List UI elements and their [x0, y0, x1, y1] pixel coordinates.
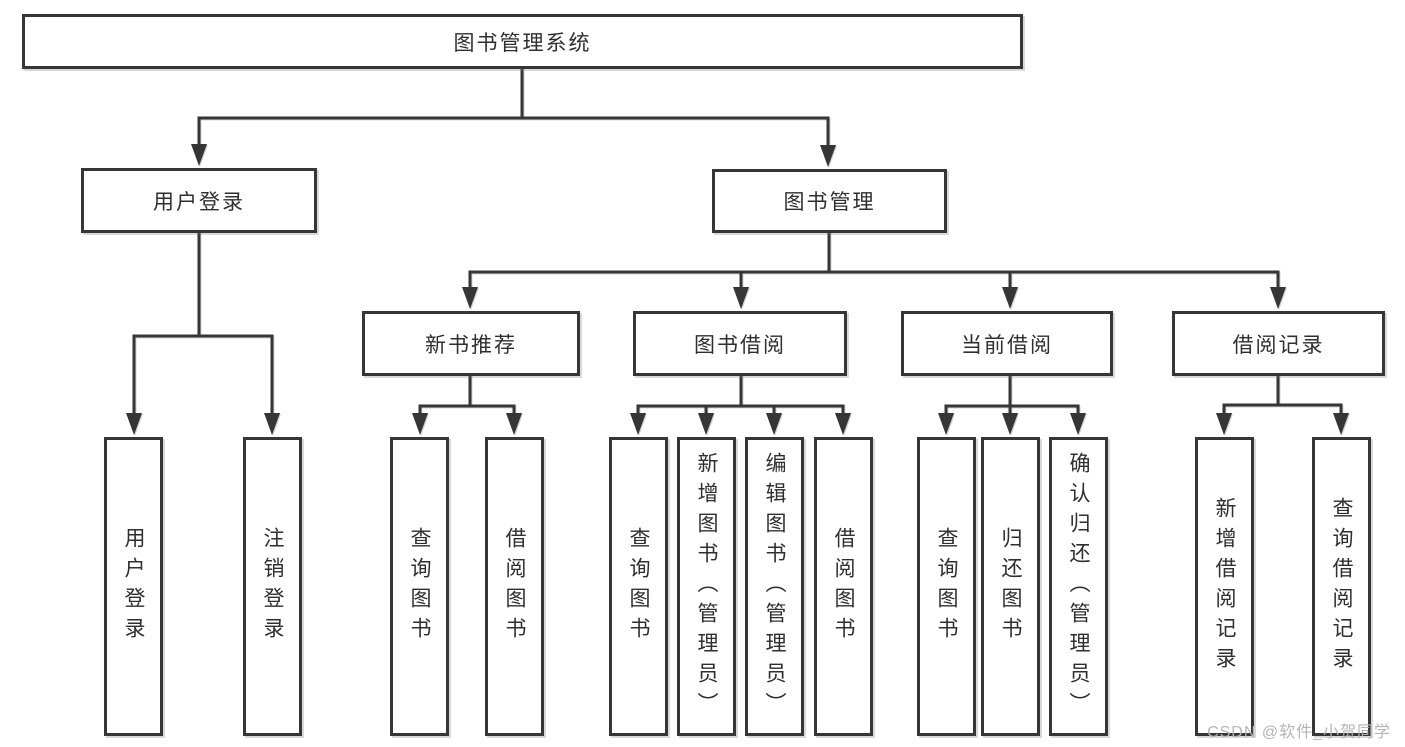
arrowhead — [412, 404, 522, 435]
leaf-confirm-return-admin: 确认归还（管理员） — [1049, 437, 1108, 736]
node-book-management: 图书管理 — [712, 169, 947, 233]
leaf-query-books-recommend: 查询图书 — [390, 437, 449, 736]
node-borrowing-records: 借阅记录 — [1172, 311, 1385, 376]
node-label: 新增图书（管理员） — [695, 451, 718, 722]
node-label: 用户登录 — [153, 190, 245, 214]
node-label: 注销登录 — [261, 526, 284, 647]
node-label: 新增借阅记录 — [1213, 496, 1236, 677]
node-user-login: 用户登录 — [81, 168, 317, 233]
node-new-book-recommend: 新书推荐 — [362, 311, 580, 376]
node-label: 查询图书 — [627, 526, 650, 647]
node-label: 当前借阅 — [961, 333, 1053, 357]
arrowhead — [126, 334, 280, 435]
arrowhead — [462, 270, 1286, 309]
node-label: 归还图书 — [999, 526, 1022, 647]
arrowhead — [191, 116, 836, 167]
leaf-add-borrow-record: 新增借阅记录 — [1195, 437, 1254, 736]
node-label: 借阅图书 — [832, 526, 855, 647]
leaf-borrow-books-recommend: 借阅图书 — [485, 437, 544, 736]
node-label: 图书管理 — [783, 191, 876, 214]
leaf-edit-books-admin: 编辑图书（管理员） — [745, 437, 804, 736]
leaf-add-books-admin: 新增图书（管理员） — [677, 437, 736, 736]
node-label: 借阅记录 — [1232, 333, 1325, 357]
leaf-logout-login: 注销登录 — [243, 437, 302, 736]
leaf-query-books-current: 查询图书 — [917, 437, 976, 736]
leaf-user-login: 用户登录 — [104, 437, 163, 736]
node-book-borrowing: 图书借阅 — [633, 311, 847, 376]
node-label: 确认归还（管理员） — [1067, 451, 1090, 722]
leaf-borrow-books-borrowing: 借阅图书 — [814, 437, 873, 736]
node-library-system: 图书管理系统 — [22, 14, 1023, 69]
leaf-query-borrow-record: 查询借阅记录 — [1312, 437, 1371, 736]
node-label: 查询借阅记录 — [1330, 496, 1353, 677]
leaf-return-books: 归还图书 — [981, 437, 1040, 736]
node-label: 借阅图书 — [503, 526, 526, 647]
node-label: 查询图书 — [935, 526, 958, 647]
node-label: 图书借阅 — [694, 333, 786, 357]
watermark: CSDN @软件_小贺同学 — [1207, 724, 1391, 741]
node-label: 图书管理系统 — [453, 31, 592, 55]
leaf-query-books-borrowing: 查询图书 — [609, 437, 668, 736]
arrowhead — [630, 404, 851, 435]
node-current-borrowing: 当前借阅 — [901, 311, 1113, 376]
node-label: 编辑图书（管理员） — [763, 451, 786, 722]
node-label: 查询图书 — [408, 526, 431, 647]
arrowhead — [1216, 403, 1349, 435]
node-label: 新书推荐 — [425, 333, 517, 357]
arrowhead — [938, 404, 1086, 435]
node-label: 用户登录 — [122, 526, 145, 647]
